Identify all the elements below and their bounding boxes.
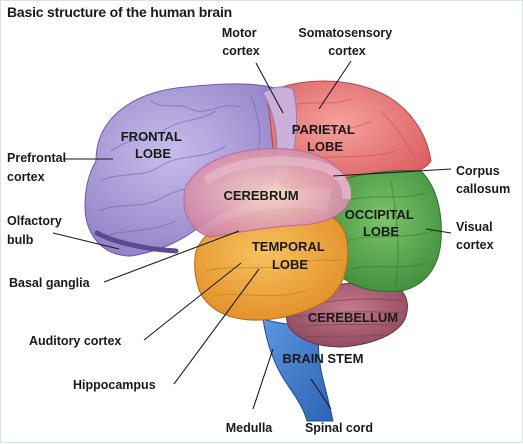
label-hippocampus: Hippocampus — [73, 378, 156, 392]
label-brain-stem: BRAIN STEM — [283, 351, 364, 366]
label-cerebrum: CEREBRUM — [223, 188, 298, 203]
label-frontal-lobe: FRONTAL LOBE — [121, 129, 186, 161]
frontal-gyri — [98, 95, 261, 237]
label-occipital-lobe: OCCIPITAL LOBE — [345, 207, 417, 239]
leader-lines — [52, 60, 452, 410]
label-visual-cortex: Visual cortex — [456, 220, 496, 252]
label-olfactory-bulb: Olfactory bulb — [7, 214, 65, 247]
label-basal-ganglia: Basal ganglia — [9, 276, 91, 290]
label-motor-cortex: Motor cortex — [222, 26, 260, 58]
label-prefrontal-cortex: Prefrontal cortex — [7, 151, 70, 184]
corpus-callosum-shape — [203, 156, 352, 201]
olfactory-bulb-shape — [94, 230, 179, 254]
label-medulla: Medulla — [226, 421, 274, 435]
label-auditory-cortex: Auditory cortex — [29, 334, 121, 348]
temporal-gyri — [205, 258, 344, 297]
label-temporal-lobe: TEMPORAL LOBE — [252, 239, 328, 272]
occipital-gyri — [345, 180, 434, 287]
diagram-title: Basic structure of the human brain — [7, 4, 233, 20]
label-parietal-lobe: PARIETAL LOBE — [292, 122, 358, 154]
label-somatosensory-cortex: Somatosensory cortex — [298, 26, 395, 58]
label-spinal-cord: Spinal cord — [305, 421, 373, 435]
label-corpus-callosum: Corpus callosum — [456, 164, 510, 196]
label-cerebellum: CEREBELLUM — [308, 310, 398, 325]
